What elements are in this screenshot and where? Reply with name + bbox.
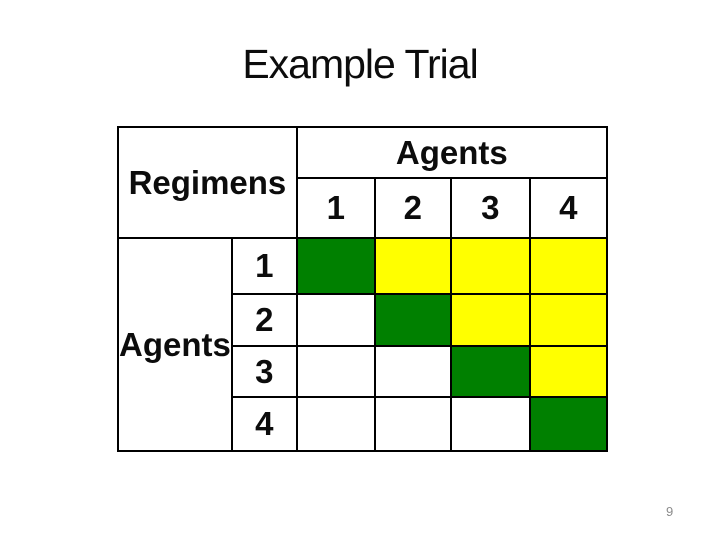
matrix-cell-r1c2 [373, 237, 452, 295]
matrix-cell-r1c3 [449, 237, 531, 295]
agents-row-group-header: Agents [117, 237, 233, 452]
matrix-cell-r4c2 [373, 396, 452, 452]
table-row: Agents 1 [117, 237, 608, 452]
matrix-cell-r2c4 [528, 293, 608, 347]
row-header-4: 4 [230, 396, 298, 452]
col-header-1: 1 [295, 177, 376, 239]
table-header-row-group: Regimens Agents [117, 126, 608, 239]
trial-matrix-table: Regimens Agents 1 2 3 4 Agents 1 2 [117, 126, 608, 452]
row-header-1: 1 [230, 237, 298, 295]
matrix-cell-r2c3 [449, 293, 531, 347]
table-header-row-numbers: 1 2 3 4 [118, 177, 608, 239]
matrix-cell-r4c1 [295, 396, 376, 452]
matrix-cell-r3c3 [449, 345, 531, 398]
agents-column-group-header: Agents [295, 126, 608, 179]
matrix-cell-r2c1 [295, 293, 376, 347]
matrix-cell-r3c2 [373, 345, 452, 398]
col-header-2: 2 [373, 177, 452, 239]
matrix-cell-r2c2 [373, 293, 452, 347]
table-row: 4 [118, 396, 608, 452]
row-header-3: 3 [230, 345, 298, 398]
matrix-cell-r3c1 [295, 345, 376, 398]
col-header-3: 3 [449, 177, 531, 239]
slide-title: Example Trial [242, 41, 478, 87]
col-header-4: 4 [528, 177, 608, 239]
matrix-cell-r1c4 [528, 237, 608, 295]
page-number: 9 [666, 504, 674, 519]
regimens-corner-header: Regimens [117, 126, 298, 239]
matrix-cell-r3c4 [528, 345, 608, 398]
matrix-cell-r4c3 [449, 396, 531, 452]
matrix-cell-r4c4 [528, 396, 608, 452]
table-row: 2 [118, 293, 608, 347]
row-header-2: 2 [230, 293, 298, 347]
table-row: 3 [118, 345, 608, 398]
matrix-cell-r1c1 [295, 237, 376, 295]
